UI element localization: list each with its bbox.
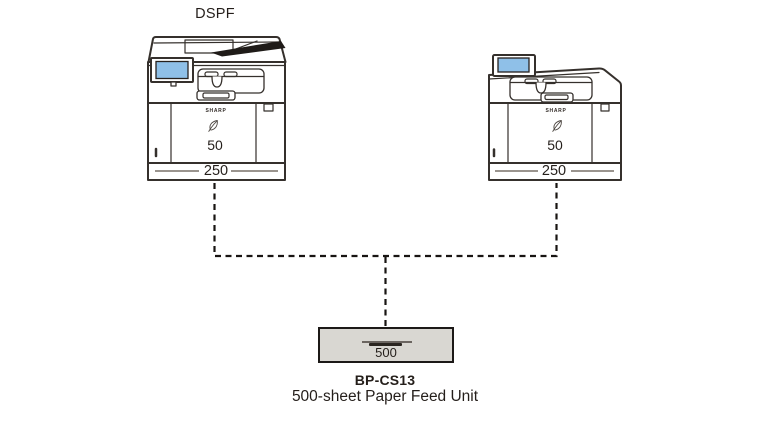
tray-pull-tab [535,82,547,94]
front-cassette [488,102,622,164]
paper-feed-unit-box: 500 [318,327,454,363]
right-printer-illustration [488,54,622,181]
feed-unit-capacity-label: 500 [375,345,397,360]
tray-250-bar [488,162,622,172]
display-screen [497,57,530,73]
feeder-exit-shading [211,41,286,57]
output-tray [196,68,265,101]
panel-foot [170,81,177,87]
control-panel [150,57,194,87]
feed-unit-name: 500-sheet Paper Feed Unit [291,388,479,405]
eco-leaf-icon [208,119,218,132]
dspf-feeder [147,36,287,63]
device-connector-path [213,183,558,258]
tray-250-bar [147,162,286,172]
feed-unit-model: BP-CS13 [354,372,416,388]
bypass-capacity-label: 50 [547,137,563,153]
side-notch [600,103,610,112]
output-tray [509,76,593,103]
tray-handle-line [362,341,412,343]
brand-logo: SHARP [545,108,567,114]
left-mfp-illustration [147,36,287,181]
tray-capacity-label: 250 [203,163,229,179]
bypass-capacity-label: 50 [207,137,223,153]
touchscreen [155,60,189,80]
tray-handle-grip [369,343,402,346]
front-cassette [147,102,286,164]
eco-leaf-icon [552,119,562,132]
display-pod [492,54,536,77]
brand-logo: SHARP [205,108,227,114]
tray-capacity-label: 250 [541,163,567,179]
tray-pull-tab [211,76,223,88]
side-notch [263,103,274,112]
dspf-label: DSPF [195,6,235,22]
